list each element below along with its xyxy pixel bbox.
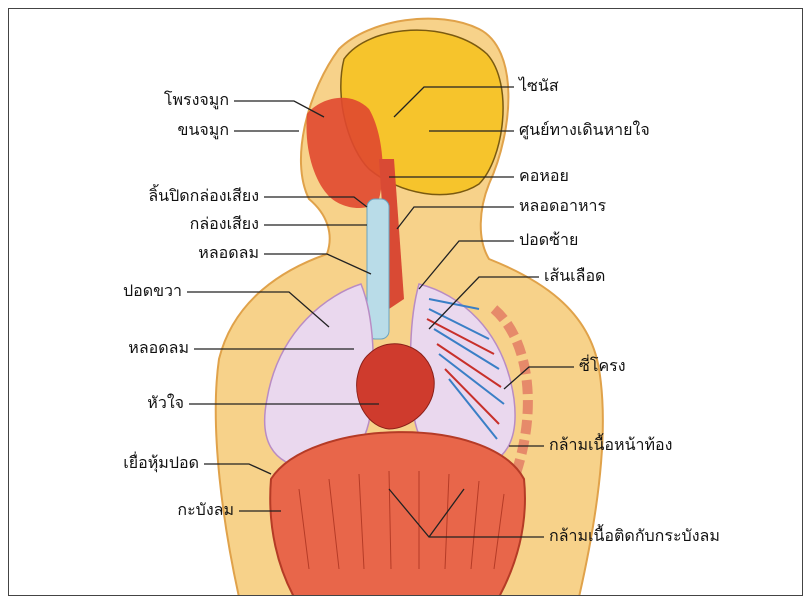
- label-pleura: เยื่อหุ้มปอด: [39, 454, 199, 472]
- label-respiratory-center: ศูนย์ทางเดินหายใจ: [519, 121, 650, 139]
- label-sinus: ไซนัส: [519, 77, 559, 95]
- label-heart: หัวใจ: [49, 394, 184, 412]
- label-left-lung: ปอดซ้าย: [519, 231, 578, 249]
- label-abdominal-muscle: กล้ามเนื้อหน้าท้อง: [549, 436, 672, 454]
- diagram-frame: โพรงจมูก ขนจมูก ลิ้นปิดกล่องเสียง กล่องเ…: [8, 8, 803, 596]
- label-blood-vessel: เส้นเลือด: [544, 267, 605, 285]
- label-nasal-cavity: โพรงจมูก: [99, 91, 229, 109]
- label-bronchus: หลอดลม: [49, 339, 189, 357]
- diaphragm-shape: [270, 432, 525, 596]
- label-ribs: ซี่โครง: [579, 357, 626, 375]
- label-larynx: กล่องเสียง: [69, 215, 259, 233]
- label-diaphragm: กะบังลม: [69, 501, 234, 519]
- label-trachea-upper: หลอดลม: [69, 244, 259, 262]
- label-nose-hair: ขนจมูก: [99, 121, 229, 139]
- label-right-lung: ปอดขวา: [49, 282, 182, 300]
- label-esophagus: หลอดอาหาร: [519, 197, 606, 215]
- label-epiglottis: ลิ้นปิดกล่องเสียง: [69, 187, 259, 205]
- label-diaphragm-muscle: กล้ามเนื้อติดกับกระบังลม: [549, 527, 720, 545]
- label-pharynx: คอหอย: [519, 167, 569, 185]
